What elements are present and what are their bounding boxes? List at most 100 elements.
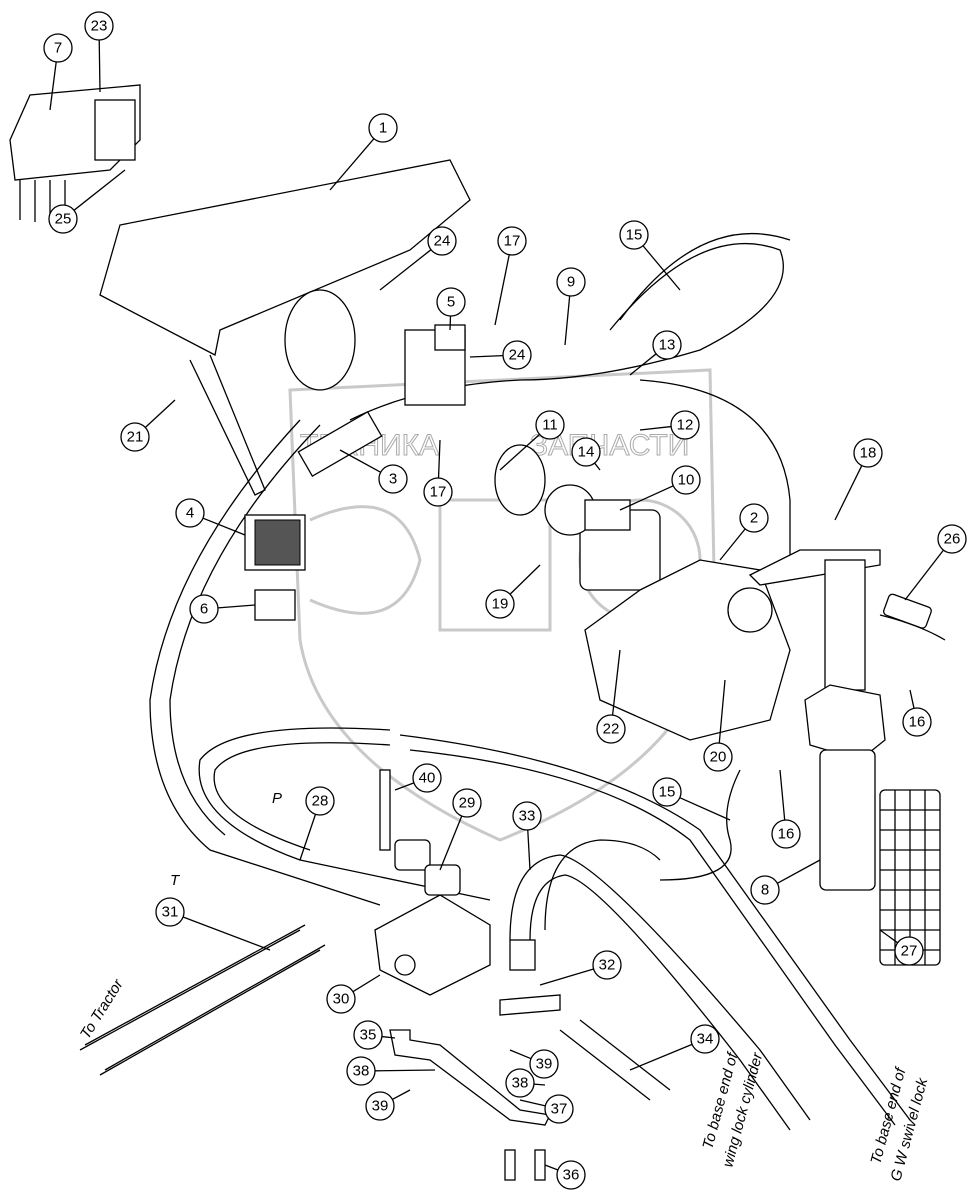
callout-number: 9 <box>567 274 575 291</box>
callout-number: 39 <box>372 1098 389 1115</box>
callout-number: 32 <box>599 957 616 974</box>
callout-36: 36 <box>556 1160 586 1190</box>
callout-17: 17 <box>497 226 527 256</box>
leader-line <box>381 1035 396 1039</box>
callout-5: 5 <box>436 287 466 317</box>
callout-circle <box>497 226 527 256</box>
leader-line <box>533 1083 546 1086</box>
leader-line <box>539 968 594 986</box>
leader-line <box>509 1049 532 1060</box>
leader-line <box>679 797 731 821</box>
callout-number: 38 <box>353 1063 370 1080</box>
leader-line <box>299 814 317 861</box>
callout-number: 30 <box>333 991 350 1008</box>
callout-3: 3 <box>378 464 408 494</box>
leader-line <box>719 528 746 561</box>
callout-circle <box>436 287 466 317</box>
callout-number: 31 <box>162 904 179 921</box>
callout-circle <box>853 438 883 468</box>
callout-number: 18 <box>860 445 877 462</box>
callout-circle <box>571 437 601 467</box>
callout-number: 16 <box>909 714 926 731</box>
callout-circle <box>346 1056 376 1086</box>
leader-line <box>642 245 681 291</box>
callout-circle <box>652 777 682 807</box>
callout-circle <box>48 204 78 234</box>
callout-circle <box>120 422 150 452</box>
hoses <box>79 232 946 1131</box>
leader-line <box>594 462 601 471</box>
callout-1: 1 <box>368 113 398 143</box>
callout-circle <box>671 465 701 495</box>
callout-number: 10 <box>678 472 695 489</box>
leader-line <box>776 859 821 884</box>
leader-line <box>182 916 271 951</box>
callout-circle <box>750 875 780 905</box>
leader-line <box>494 254 510 326</box>
callout-number: 5 <box>447 294 455 311</box>
callout-39: 39 <box>365 1091 395 1121</box>
leader-line <box>629 353 657 376</box>
callout-number: 15 <box>659 784 676 801</box>
callout-circle <box>670 410 700 440</box>
callout-number: 37 <box>551 1101 568 1118</box>
callout-number: 36 <box>563 1167 580 1184</box>
callout-circle <box>485 589 515 619</box>
leader-line <box>329 138 375 191</box>
callout-number: 40 <box>419 770 436 787</box>
callout-number: 17 <box>504 233 521 250</box>
callout-37: 37 <box>544 1094 574 1124</box>
leader-line <box>98 39 101 93</box>
callout-circle <box>703 742 733 772</box>
callout-circle <box>155 897 185 927</box>
label-p: P <box>272 790 282 807</box>
callout-number: 14 <box>578 444 595 461</box>
callout-24: 24 <box>502 340 532 370</box>
leader-line <box>73 169 126 211</box>
label-t: T <box>170 872 181 889</box>
callout-4: 4 <box>175 498 205 528</box>
callout-20: 20 <box>703 742 733 772</box>
leader-line <box>718 679 726 744</box>
callout-circle <box>175 498 205 528</box>
leader-line <box>879 929 899 944</box>
callout-circle <box>189 594 219 624</box>
callout-circle <box>512 801 542 831</box>
callout-circle <box>84 11 114 41</box>
callout-circle <box>505 1068 535 1098</box>
callout-13: 13 <box>652 330 682 360</box>
callout-number: 23 <box>91 18 108 35</box>
callout-number: 28 <box>312 793 329 810</box>
callout-number: 34 <box>697 1031 714 1048</box>
callout-circle <box>771 819 801 849</box>
callout-circle <box>423 477 453 507</box>
callout-circle <box>326 984 356 1014</box>
callout-number: 25 <box>55 211 72 228</box>
parts <box>9 84 941 1181</box>
leader-line <box>629 1043 693 1071</box>
callout-circle <box>365 1091 395 1121</box>
leader-line <box>437 439 441 479</box>
callout-number: 27 <box>901 943 918 960</box>
leader-line <box>374 1069 436 1072</box>
callout-24: 24 <box>427 226 457 256</box>
callout-circle <box>690 1024 720 1054</box>
callout-number: 6 <box>200 601 208 618</box>
callout-9: 9 <box>556 267 586 297</box>
callout-circle <box>937 524 967 554</box>
callout-circle <box>378 464 408 494</box>
callout-circle <box>43 33 73 63</box>
leader-line <box>509 564 541 595</box>
leader-line <box>339 449 382 473</box>
callout-33: 33 <box>512 801 542 831</box>
callout-26: 26 <box>937 524 967 554</box>
callout-number: 26 <box>944 531 961 548</box>
callout-number: 3 <box>389 471 397 488</box>
callout-22: 22 <box>596 714 626 744</box>
callout-circle <box>412 763 442 793</box>
callout-18: 18 <box>853 438 883 468</box>
callout-number: 35 <box>360 1027 377 1044</box>
leader-line <box>144 399 176 428</box>
callout-circle <box>592 950 622 980</box>
